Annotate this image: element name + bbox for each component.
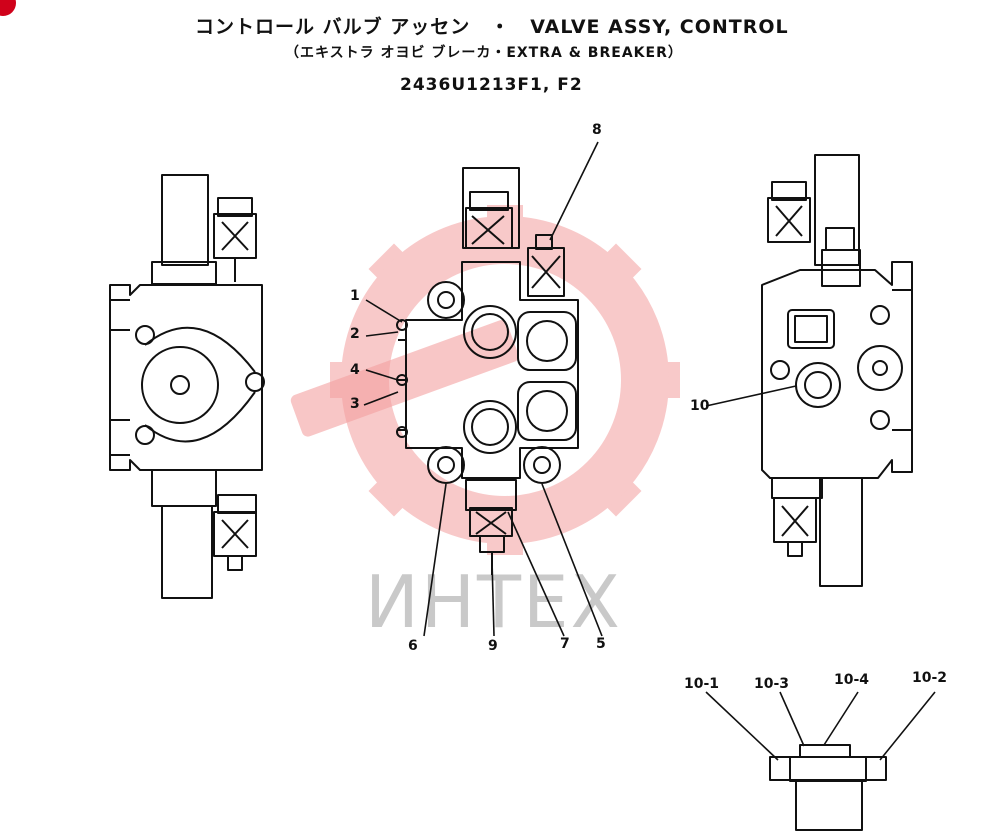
callout-9: 9	[488, 638, 498, 654]
callout-1: 1	[350, 288, 360, 304]
right-view	[761, 154, 913, 587]
left-view	[109, 174, 265, 599]
leader-lines	[363, 141, 936, 761]
callout-10: 10	[690, 398, 710, 414]
callout-10-4: 10-4	[834, 672, 870, 688]
corner-badge	[0, 0, 16, 16]
callout-3: 3	[350, 396, 360, 412]
detail-view-10	[769, 744, 887, 831]
callout-5: 5	[596, 636, 606, 652]
callout-8: 8	[592, 122, 602, 138]
part-number: 2436U1213F1, F2	[400, 75, 583, 95]
callout-10-1: 10-1	[684, 676, 720, 692]
callout-6: 6	[408, 638, 418, 654]
callout-7: 7	[560, 636, 570, 652]
callout-10-2: 10-2	[912, 670, 948, 686]
callout-10-3: 10-3	[754, 676, 790, 692]
title-subtitle: （エキストラ オヨビ ブレーカ・EXTRA & BREAKER）	[285, 45, 683, 61]
title-main: コントロール バルブ アッセン ・ VALVE ASSY, CONTROL	[195, 16, 789, 38]
callout-2: 2	[350, 326, 360, 342]
center-view	[396, 167, 579, 575]
callout-4: 4	[350, 362, 360, 378]
